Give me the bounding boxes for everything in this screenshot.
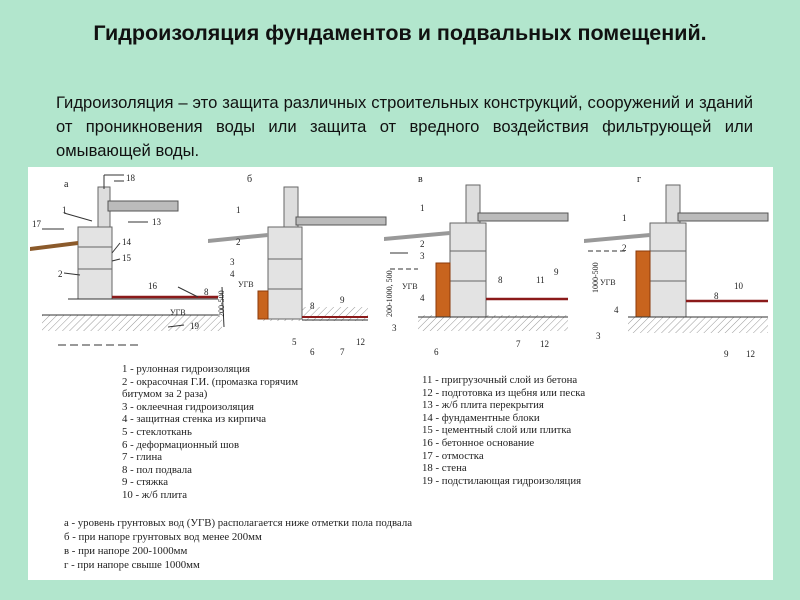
legend-item: 13 - ж/б плита перекрытия [422, 399, 544, 412]
legend-item: битумом за 2 раза) [122, 388, 208, 401]
callout-v-7: 3 [392, 323, 397, 333]
section-v: 200-1000, 500 УГВ 1 2 3 4 8 11 9 3 6 7 1… [384, 184, 569, 357]
legend-right: 11 - пригрузочный слой из бетона 12 - по… [422, 374, 585, 487]
legend-item: г - при напоре свыше 1000мм [64, 559, 200, 571]
legend-item: 11 - пригрузочный слой из бетона [422, 374, 578, 386]
callout-b-4: 8 [310, 301, 315, 311]
callout-v-0: 1 [420, 203, 425, 213]
legend-item: 9 - стяжка [122, 476, 169, 489]
ugv-label-v: УГВ [402, 282, 418, 291]
callout-v-8: 6 [434, 347, 439, 357]
callout-a-7: 16 [148, 281, 158, 291]
page-title: Гидроизоляция фундаментов и подвальных п… [93, 21, 707, 45]
waterproofing-diagram: а б в г УГВ [30, 173, 769, 359]
callout-v-4: 8 [498, 275, 503, 285]
callout-v-5: 11 [536, 275, 545, 285]
callout-g-5: 10 [734, 281, 744, 291]
callout-g-1: 2 [622, 243, 627, 253]
legend-item: 8 - пол подвала [122, 463, 192, 476]
callout-v-3: 4 [420, 293, 425, 303]
callout-g-4: 8 [714, 291, 719, 301]
legend-item: 10 - ж/б плита [122, 488, 188, 501]
callout-b-8: 7 [340, 347, 345, 357]
callout-v-2: 3 [420, 251, 425, 261]
callout-a-9: 19 [190, 321, 200, 331]
legend-item: 7 - глина [122, 451, 163, 464]
legend-left: 1 - рулонная гидроизоляция 2 - окрасочна… [122, 363, 298, 502]
dim-label-g: 1000-500 [591, 262, 600, 293]
callout-g-6: 9 [724, 349, 729, 359]
panel-label-a: а [64, 179, 69, 190]
callout-b-2: 3 [230, 257, 235, 267]
dim-label-b: 200-500 [217, 290, 226, 317]
callout-g-0: 1 [622, 213, 627, 223]
callout-g-2: 4 [614, 305, 619, 315]
legend-item: 16 - бетонное основание [422, 436, 535, 449]
callout-v-9: 7 [516, 339, 521, 349]
callout-a-0: 18 [126, 173, 136, 183]
callout-g-7: 12 [746, 349, 755, 359]
legend-item: 6 - деформационный шов [122, 438, 240, 451]
callout-a-5: 15 [122, 253, 132, 263]
callout-a-2: 13 [152, 217, 162, 227]
callout-a-3: 17 [32, 219, 42, 229]
legend-item: а - уровень грунтовых вод (УГВ) располаг… [64, 517, 412, 529]
callout-b-5: 9 [340, 295, 345, 305]
panel-label-b: б [247, 174, 252, 185]
callout-g-3: 3 [596, 331, 601, 341]
legend-item: в - при напоре 200-1000мм [64, 545, 188, 557]
callout-v-6: 9 [554, 267, 559, 277]
legend-item: 3 - оклеечная гидроизоляция [122, 400, 255, 413]
ugv-label-g: УГВ [600, 278, 616, 287]
legend-bottom: а - уровень грунтовых вод (УГВ) располаг… [64, 516, 412, 572]
legend-item: 2 - окрасочная Г.И. (промазка горячим [122, 375, 299, 388]
legend-item: б - при напоре грунтовых вод менее 200мм [64, 531, 262, 543]
legend-item: 4 - защитная стенка из кирпича [122, 413, 267, 426]
ugv-label-b: УГВ [238, 280, 254, 289]
callout-b-3: 4 [230, 269, 235, 279]
intro-paragraph: Гидроизоляция – это защита различных стр… [56, 93, 753, 160]
callout-b-7: 6 [310, 347, 315, 357]
callout-b-0: 1 [236, 205, 241, 215]
callout-a-6: 2 [58, 269, 63, 279]
callout-v-1: 2 [420, 239, 425, 249]
legend-item: 19 - подстилающая гидроизоляция [422, 474, 582, 487]
legend-item: 12 - подготовка из щебня или песка [422, 386, 586, 399]
legend-item: 15 - цементный слой или плитка [422, 424, 572, 437]
dim-label-v: 200-1000, 500 [385, 270, 394, 317]
callout-a-1: 1 [62, 205, 67, 215]
legend-item: 17 - отмостка [422, 449, 484, 462]
callout-a-4: 14 [122, 237, 132, 247]
callout-b-9: 12 [356, 337, 365, 347]
callout-b-1: 2 [236, 237, 241, 247]
diagram-panel: а б в г УГВ [28, 167, 773, 580]
section-g: 1000-500 УГВ 1 2 4 3 8 10 9 12 [584, 184, 769, 359]
panel-label-g: г [637, 174, 641, 185]
legend-item: 18 - стена [422, 462, 467, 475]
section-b: 200-500 УГВ 1 2 3 4 8 9 5 6 7 12 [208, 186, 387, 357]
callout-b-6: 5 [292, 337, 297, 347]
section-a: УГВ 18 1 13 17 14 15 2 16 8 19 [30, 173, 222, 346]
ugv-label-a: УГВ [170, 308, 186, 317]
callout-a-8: 8 [204, 287, 209, 297]
legend-item: 1 - рулонная гидроизоляция [122, 363, 250, 375]
legend-item: 14 - фундаментные блоки [422, 411, 540, 424]
panel-label-v: в [418, 174, 423, 185]
callout-v-10: 12 [540, 339, 549, 349]
legend-item: 5 - стеклоткань [122, 425, 192, 438]
